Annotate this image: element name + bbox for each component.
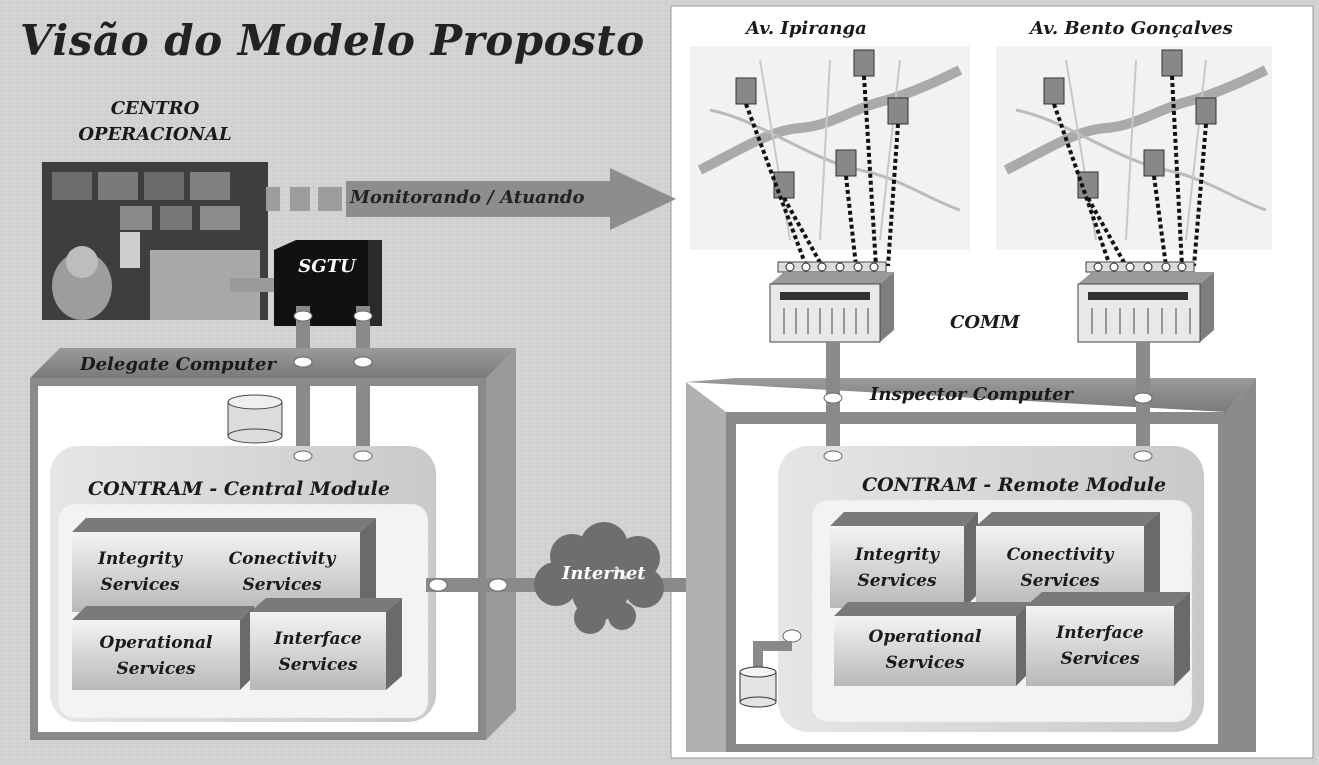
inspector-computer-label: Inspector Computer	[870, 384, 1074, 405]
central-conectivity-services: Conectivity Services	[228, 549, 336, 595]
operational-center-line2: OPERACIONAL	[78, 124, 232, 145]
monitoring-arrow	[266, 168, 676, 230]
operational-center-photo	[42, 162, 268, 320]
map-bento-goncalves	[996, 46, 1272, 267]
remote-module-title: CONTRAM - Remote Module	[862, 474, 1167, 496]
map-label-ipiranga: Av. Ipiranga	[746, 18, 867, 39]
database-icon	[739, 641, 792, 708]
remote-service-blocks	[830, 512, 1190, 686]
central-module-title: CONTRAM - Central Module	[88, 478, 390, 500]
database-icon	[227, 394, 283, 444]
comm-label: COMM	[950, 312, 1020, 333]
sgtu-link	[230, 278, 280, 292]
operational-center-label: CENTRO OPERACIONAL	[70, 96, 240, 148]
sgtu-box	[274, 240, 382, 326]
central-service-blocks	[72, 518, 402, 690]
central-interface-services: Interface Services	[274, 629, 362, 675]
operational-center-line1: CENTRO	[110, 98, 200, 119]
sgtu-label: SGTU	[298, 256, 356, 277]
comm-device-right	[1077, 261, 1214, 343]
map-label-bento: Av. Bento Gonçalves	[1030, 18, 1233, 39]
monitoring-arrow-label: Monitorando / Atuando	[350, 187, 585, 208]
central-operational-services: Operational Services	[99, 633, 213, 679]
internet-label: Internet	[562, 563, 646, 584]
internet-cloud-icon	[534, 522, 664, 634]
delegate-computer-label: Delegate Computer	[80, 354, 276, 375]
central-integrity-services: Integrity Services	[97, 549, 182, 595]
remote-interface-services: Interface Services	[1056, 623, 1144, 669]
comm-device-left	[769, 261, 894, 343]
remote-integrity-services: Integrity Services	[854, 545, 939, 591]
map-ipiranga	[690, 46, 970, 267]
page-title: Visão do Modelo Proposto	[20, 16, 645, 65]
remote-conectivity-services: Conectivity Services	[1006, 545, 1114, 591]
remote-operational-services: Operational Services	[868, 627, 982, 673]
